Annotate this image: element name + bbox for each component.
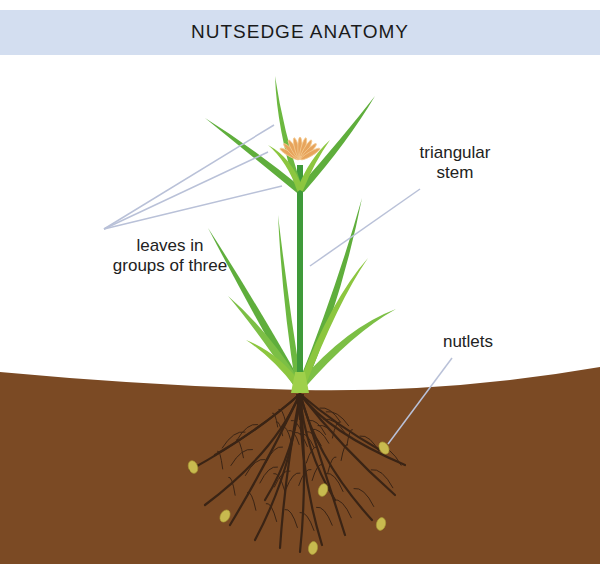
root [328,457,336,473]
stem-base [291,372,309,393]
leaf [299,258,368,387]
root [354,488,374,506]
root [371,470,393,488]
root [285,509,297,527]
root [300,394,380,450]
triangular-stem [297,165,303,393]
root [215,394,300,455]
root [245,459,265,475]
root [229,477,235,495]
root [237,424,258,440]
root [283,427,291,441]
roots [190,394,405,552]
root [255,394,300,540]
leader-line [104,152,268,229]
root [334,500,352,518]
root [300,394,405,465]
root [265,394,300,500]
root [291,420,302,434]
root [300,512,314,530]
root [274,473,285,491]
nutlet [307,541,318,555]
root [326,473,343,491]
leaf [298,96,375,192]
root [231,449,253,465]
spikelet [300,147,321,162]
nutlet [375,517,387,532]
root [190,394,300,470]
root [300,394,372,520]
root [236,440,243,458]
root [266,447,283,463]
root [222,432,245,448]
leader-line [310,189,420,266]
part-label: leaves in groups of three [110,236,230,275]
leader-line [388,358,452,444]
nutlet [187,459,200,474]
leader-line [104,186,282,229]
leaf [275,76,302,189]
nutlets [187,440,392,555]
soil [0,367,600,564]
nutlet [317,482,330,497]
flower-spikelets [279,137,321,161]
leader-line [104,125,274,229]
root [300,394,335,500]
title-band [0,10,600,55]
root [248,492,256,510]
root [332,422,340,438]
part-label: nutlets [423,332,513,352]
root [279,409,286,423]
part-label: triangular stem [409,143,501,182]
leader-lines [104,125,452,444]
root-crown [296,394,304,420]
root [320,408,340,422]
root [317,507,333,525]
nutlet [218,508,232,524]
bract-leaves [205,76,375,193]
root [341,444,347,460]
root [306,447,317,463]
root [360,436,380,454]
root [286,473,300,489]
root [309,420,326,434]
root [266,503,276,521]
diagram-title: NUTSEDGE ANATOMY [0,21,600,43]
root [299,469,311,485]
